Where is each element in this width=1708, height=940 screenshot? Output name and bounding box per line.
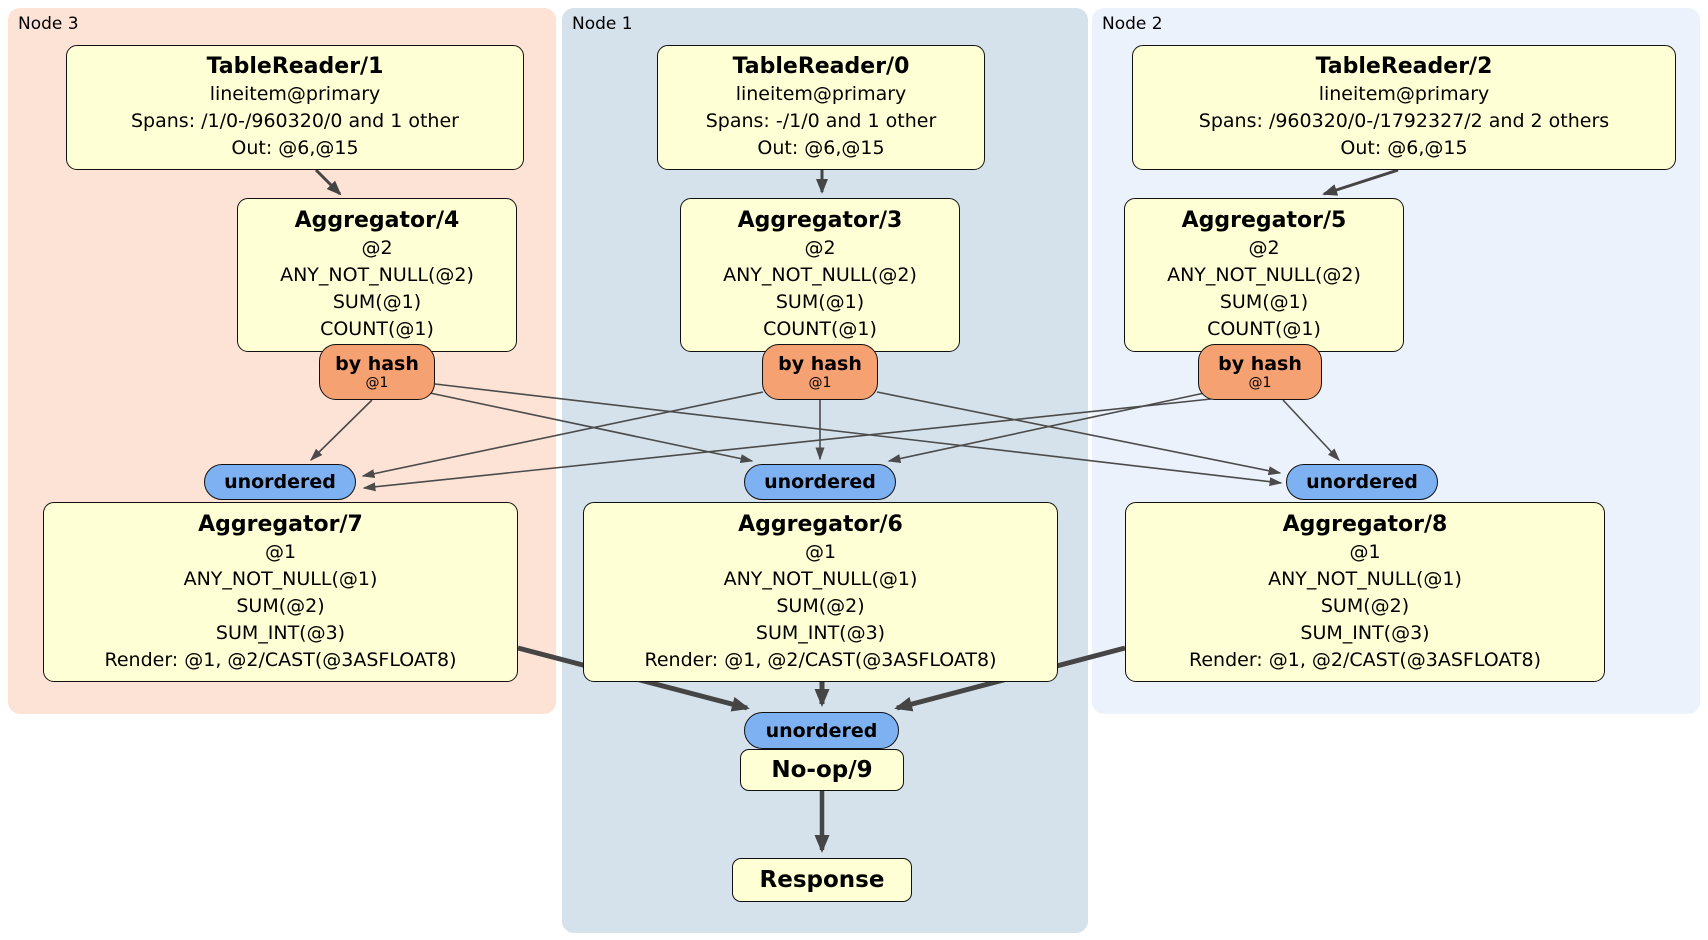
edge-r4-o8: [434, 383, 1283, 487]
box-line: ANY_NOT_NULL(@2): [723, 264, 917, 286]
table-reader-2-box: TableReader/2 lineitem@primary Spans: /9…: [1132, 45, 1676, 170]
box-line: ANY_NOT_NULL(@2): [1167, 264, 1361, 286]
box-line: Spans: /960320/0-/1792327/2 and 2 others: [1198, 110, 1610, 132]
box-title: TableReader/0: [732, 54, 910, 79]
panel-node-3-label: Node 3: [18, 14, 79, 34]
router-by-hash-3: by hash @1: [762, 344, 878, 400]
panel-node-1-label: Node 1: [572, 14, 633, 34]
box-line: lineitem@primary: [209, 83, 381, 105]
box-title: No-op/9: [771, 757, 873, 783]
router-detail: @1: [808, 374, 832, 391]
box-line: SUM(@2): [1320, 594, 1410, 617]
box-line: ANY_NOT_NULL(@1): [723, 567, 918, 590]
edge-r3-o7: [361, 391, 764, 479]
box-line: COUNT(@1): [1207, 318, 1321, 340]
box-line: Out: @6,@15: [1340, 137, 1468, 159]
box-line: lineitem@primary: [735, 83, 907, 105]
box-line: SUM_INT(@3): [755, 621, 886, 644]
aggregator-5-box: Aggregator/5 @2 ANY_NOT_NULL(@2) SUM(@1)…: [1124, 198, 1404, 352]
box-line: ANY_NOT_NULL(@2): [280, 264, 474, 286]
router-by-hash-4: by hash @1: [319, 344, 435, 400]
router-detail: @1: [1248, 374, 1272, 391]
stream-unordered-sink: unordered: [744, 712, 899, 749]
table-reader-0-box: TableReader/0 lineitem@primary Spans: -/…: [657, 45, 985, 170]
box-line: Render: @1, @2/CAST(@3ASFLOAT8): [104, 648, 457, 671]
box-title: Aggregator/6: [738, 511, 903, 537]
box-line: ANY_NOT_NULL(@1): [183, 567, 378, 590]
box-title: Aggregator/5: [1181, 208, 1347, 233]
aggregator-8-box: Aggregator/8 @1 ANY_NOT_NULL(@1) SUM(@2)…: [1125, 502, 1605, 682]
stream-label: unordered: [765, 719, 878, 742]
box-title: Aggregator/4: [294, 208, 460, 233]
box-line: @1: [1349, 540, 1381, 563]
aggregator-6-box: Aggregator/6 @1 ANY_NOT_NULL(@1) SUM(@2)…: [583, 502, 1058, 682]
box-line: SUM(@1): [332, 291, 422, 313]
stream-label: unordered: [764, 471, 876, 493]
edges-hash-shuffle: [309, 383, 1341, 492]
box-title: TableReader/1: [206, 54, 384, 79]
edge-r5-o7: [362, 398, 1212, 492]
box-line: @1: [264, 540, 297, 563]
box-line: Render: @1, @2/CAST(@3ASFLOAT8): [1189, 648, 1541, 671]
box-line: Render: @1, @2/CAST(@3ASFLOAT8): [644, 648, 997, 671]
box-line: COUNT(@1): [320, 318, 434, 340]
box-line: ANY_NOT_NULL(@1): [1268, 567, 1462, 590]
router-detail: @1: [365, 374, 389, 391]
stream-unordered-7: unordered: [204, 464, 356, 500]
box-title: Aggregator/3: [737, 208, 903, 233]
router-by-hash-5: by hash @1: [1198, 344, 1322, 400]
stream-unordered-6: unordered: [744, 464, 896, 500]
edge-r4-o6: [429, 392, 754, 464]
box-line: SUM(@2): [236, 594, 325, 617]
box-line: Out: @6,@15: [231, 137, 359, 159]
box-line: SUM(@1): [775, 291, 865, 313]
response-box: Response: [732, 858, 912, 902]
box-line: lineitem@primary: [1318, 83, 1490, 105]
box-title: Aggregator/7: [198, 511, 363, 537]
box-line: @2: [1248, 237, 1280, 259]
box-line: Spans: -/1/0 and 1 other: [705, 110, 937, 132]
edge-r5-o6: [887, 391, 1210, 463]
stream-label: unordered: [224, 471, 336, 493]
edge-r3-o8: [876, 391, 1282, 476]
box-title: Aggregator/8: [1282, 511, 1448, 537]
box-line: @1: [804, 540, 837, 563]
aggregator-3-box: Aggregator/3 @2 ANY_NOT_NULL(@2) SUM(@1)…: [680, 198, 960, 352]
box-line: @2: [804, 237, 836, 259]
box-line: @2: [361, 237, 393, 259]
noop-box: No-op/9: [740, 749, 904, 791]
router-label: by hash: [1218, 352, 1302, 375]
box-line: Spans: /1/0-/960320/0 and 1 other: [131, 110, 459, 132]
box-line: SUM(@1): [1219, 291, 1309, 313]
aggregator-4-box: Aggregator/4 @2 ANY_NOT_NULL(@2) SUM(@1)…: [237, 198, 517, 352]
aggregator-7-box: Aggregator/7 @1 ANY_NOT_NULL(@1) SUM(@2)…: [43, 502, 518, 682]
edge-r5-o8: [1282, 399, 1341, 462]
box-line: SUM(@2): [776, 594, 865, 617]
edge-tr2-agg5: [1322, 168, 1399, 196]
box-line: SUM_INT(@3): [1300, 621, 1430, 644]
stream-unordered-8: unordered: [1286, 464, 1438, 500]
edges-tablereader-to-aggregator: [314, 168, 1399, 196]
stream-label: unordered: [1306, 471, 1418, 493]
router-label: by hash: [778, 352, 862, 375]
box-line: COUNT(@1): [763, 318, 877, 340]
box-line: SUM_INT(@3): [215, 621, 346, 644]
edge-r4-o7: [309, 399, 373, 462]
box-title: Response: [759, 867, 885, 893]
table-reader-1-box: TableReader/1 lineitem@primary Spans: /1…: [66, 45, 524, 170]
panel-node-2-label: Node 2: [1102, 14, 1163, 34]
box-line: Out: @6,@15: [757, 137, 885, 159]
box-title: TableReader/2: [1315, 54, 1493, 79]
router-label: by hash: [335, 352, 419, 375]
edge-tr1-agg4: [314, 168, 342, 196]
